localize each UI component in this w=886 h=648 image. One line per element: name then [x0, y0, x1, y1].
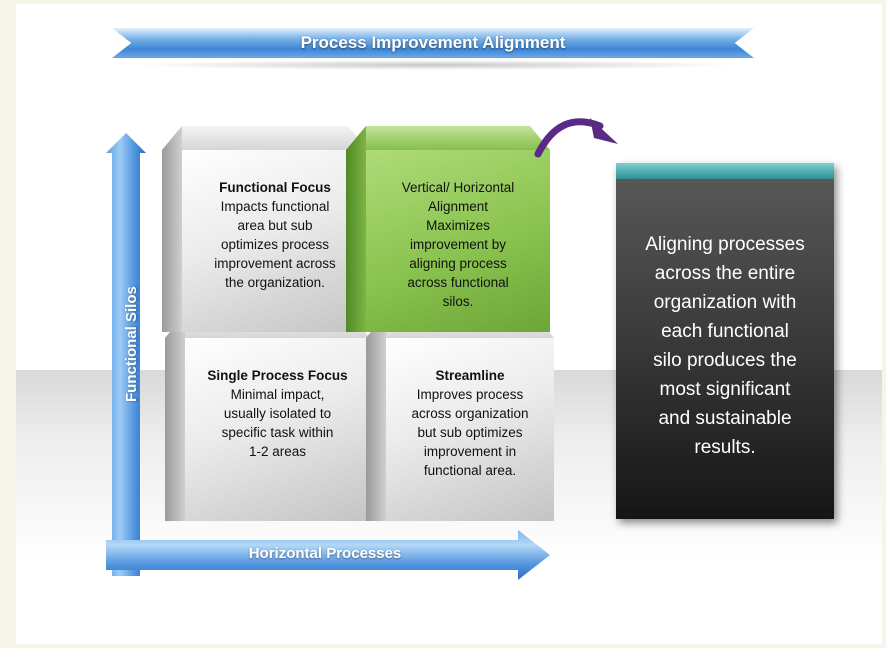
result-panel — [616, 163, 834, 519]
title-arrow-banner — [112, 28, 754, 58]
result-panel-header-band — [616, 163, 834, 179]
horizontal-axis-label: Horizontal Processes — [248, 545, 402, 562]
quadrant-description: Improves process across organization but… — [411, 387, 529, 478]
quadrant-title: Functional Focus — [219, 180, 331, 195]
vertical-axis-label: Functional Silos — [123, 286, 140, 402]
quadrant-description: Minimal impact, usually isolated to spec… — [221, 387, 334, 459]
quadrant-vertical-horizontal-alignment: Vertical/ Horizontal Alignment Maximizes… — [346, 126, 550, 332]
quadrant-description: Impacts functional area but sub optimize… — [214, 199, 336, 290]
result-text: Aligning processes across the entire org… — [645, 234, 805, 458]
title-arrow-shadow — [130, 60, 740, 70]
quadrant-streamline: Streamline Improves process across organ… — [366, 314, 554, 521]
quadrant-title: Vertical/ Horizontal Alignment — [401, 180, 515, 214]
curved-arrow-icon — [534, 118, 618, 158]
quadrant-description: Maximizes improvement by aligning proces… — [407, 218, 509, 309]
vertical-axis-arrow — [106, 133, 146, 576]
quadrant-single-process-focus: Single Process Focus Minimal impact, usu… — [165, 314, 370, 521]
quadrant-functional-focus: Functional Focus Impacts functional area… — [162, 126, 368, 332]
quadrant-title: Single Process Focus — [207, 368, 348, 383]
diagram-title: Process Improvement Alignment — [300, 33, 566, 52]
quadrant-title: Streamline — [435, 368, 505, 383]
